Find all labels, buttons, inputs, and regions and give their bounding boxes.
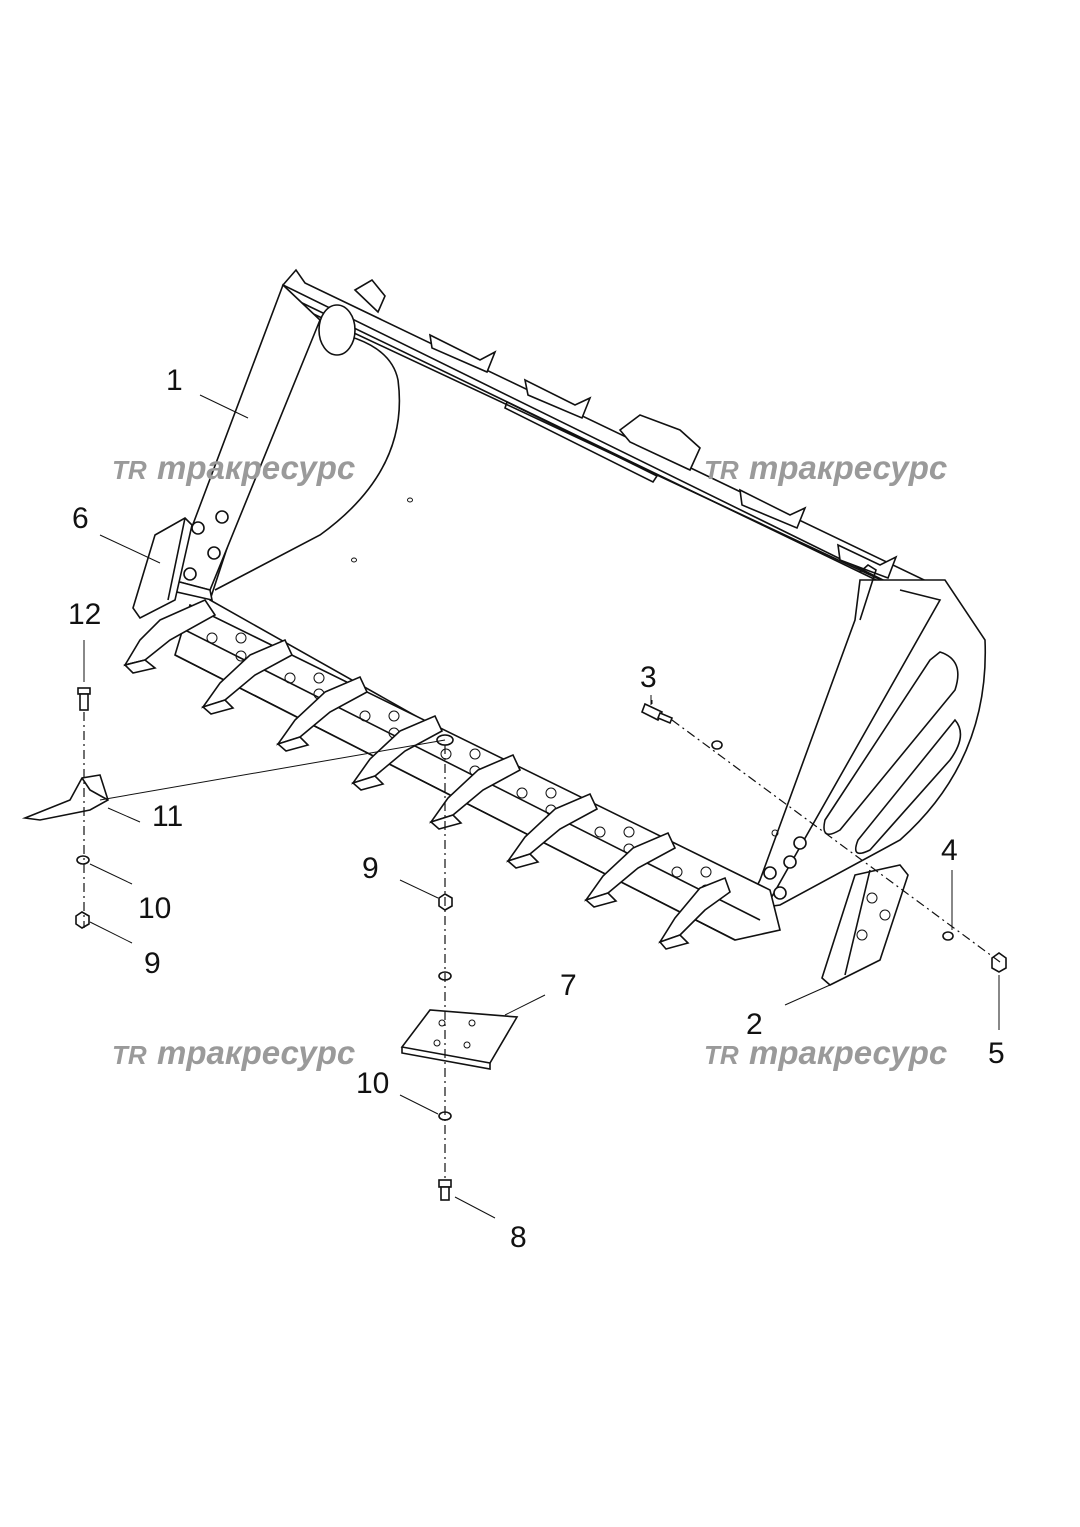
callout-10-left: 10: [138, 892, 171, 925]
watermark-text: тракресурс: [749, 1034, 947, 1071]
callout-10-center: 10: [356, 1067, 389, 1100]
callout-4: 4: [941, 834, 958, 867]
watermark-logo: TR: [112, 1040, 147, 1070]
assembly-centerlines: [83, 712, 1001, 1180]
part-7-wear-pad: [400, 1009, 519, 1070]
watermark-text: тракресурс: [157, 449, 355, 486]
part-11-tooth: [21, 774, 109, 821]
callout-1: 1: [166, 364, 183, 397]
callout-3: 3: [640, 661, 657, 694]
leader-lines: [83, 394, 1000, 1219]
callout-12: 12: [68, 598, 101, 631]
watermark-text: тракресурс: [157, 1034, 355, 1071]
callout-8: 8: [510, 1221, 527, 1254]
tooth-adapters: [123, 598, 731, 950]
callout-11: 11: [152, 800, 183, 833]
watermark-top-left: TR тракресурс: [112, 449, 355, 486]
callout-9-center: 9: [362, 852, 379, 885]
callout-7: 7: [560, 969, 577, 1002]
watermark-bottom-left: TR тракресурс: [112, 1034, 355, 1071]
watermark-bottom-right: TR тракресурс: [704, 1034, 947, 1071]
callout-5: 5: [988, 1037, 1005, 1070]
part-2-side-cutter: [821, 864, 909, 986]
part-6-side-wear-plate: [132, 517, 193, 620]
watermark-logo: TR: [704, 1040, 739, 1070]
callout-6: 6: [72, 502, 89, 535]
callout-labels: 1 2 3 4 5 6 7 8 9 9 10 10 11 12: [68, 364, 1005, 1254]
watermark-top-right: TR тракресурс: [704, 449, 947, 486]
bucket-body: [123, 268, 987, 950]
watermark-text: тракресурс: [749, 449, 947, 486]
watermark-logo: TR: [704, 455, 739, 485]
callout-9-left: 9: [144, 947, 161, 980]
watermark-logo: TR: [112, 455, 147, 485]
fasteners: [75, 687, 1007, 1201]
callout-2: 2: [746, 1008, 763, 1041]
